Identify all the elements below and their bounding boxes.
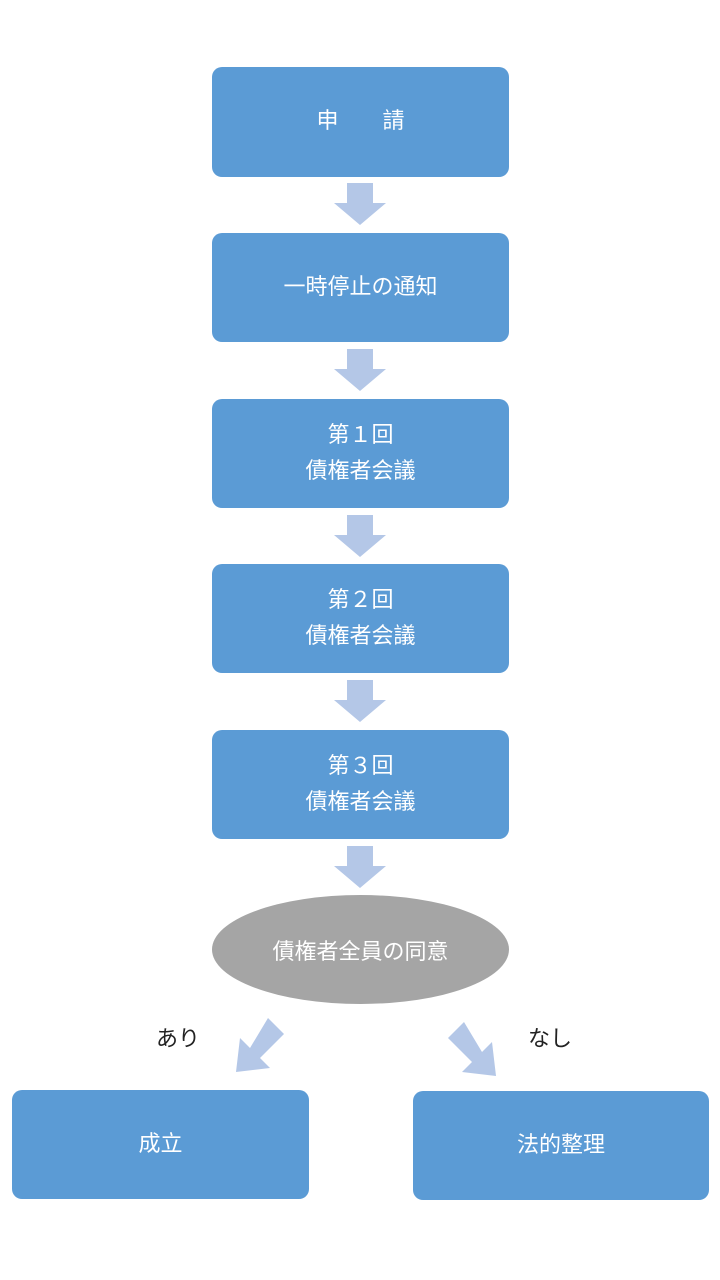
down-right-arrow-icon: [440, 1016, 506, 1084]
step-suspension-notice: 一時停止の通知: [212, 233, 509, 342]
result-legal-proceedings-label: 法的整理: [516, 1132, 605, 1158]
step-second-meeting-number: 第２回: [327, 588, 394, 614]
step-application: 申 請: [212, 67, 509, 177]
branch-no-label: なし: [528, 1027, 573, 1052]
decision-label: 債権者全員の同意: [272, 939, 449, 965]
step-first-meeting-number: 第１回: [327, 423, 394, 449]
decision-all-creditors-consent: 債権者全員の同意: [212, 895, 509, 1004]
down-arrow-icon: [334, 680, 386, 726]
step-third-meeting-title: 債権者会議: [305, 789, 416, 815]
result-legal-proceedings: 法的整理: [413, 1091, 709, 1200]
step-application-label: 申 請: [316, 109, 405, 135]
down-arrow-icon: [334, 846, 386, 892]
step-second-creditor-meeting: 第２回 債権者会議: [212, 564, 509, 673]
down-left-arrow-icon: [226, 1014, 292, 1082]
step-third-creditor-meeting: 第３回 債権者会議: [212, 730, 509, 839]
step-second-meeting-title: 債権者会議: [305, 623, 416, 649]
result-success: 成立: [12, 1090, 309, 1199]
down-arrow-icon: [334, 515, 386, 561]
step-first-creditor-meeting: 第１回 債権者会議: [212, 399, 509, 508]
step-suspension-notice-label: 一時停止の通知: [283, 274, 438, 300]
step-first-meeting-title: 債権者会議: [305, 458, 416, 484]
result-success-label: 成立: [138, 1131, 183, 1157]
step-third-meeting-number: 第３回: [327, 754, 394, 780]
down-arrow-icon: [334, 183, 386, 229]
down-arrow-icon: [334, 349, 386, 395]
branch-yes-label: あり: [156, 1027, 201, 1052]
